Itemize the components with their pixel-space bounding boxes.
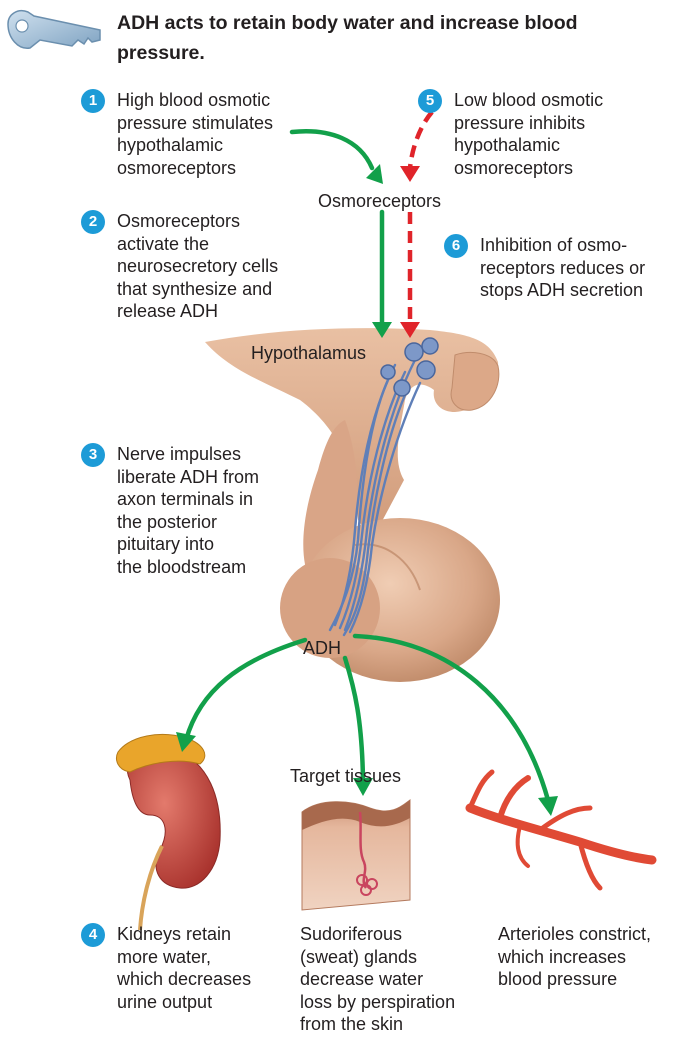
- step-5-text: Low blood osmotic pressure inhibits hypo…: [454, 89, 603, 179]
- hypothalamus-label: Hypothalamus: [251, 342, 366, 364]
- adh-label: ADH: [303, 637, 341, 659]
- step-5-badge: 5: [418, 89, 442, 113]
- figure-title: ADH acts to retain body water and increa…: [117, 8, 657, 68]
- step-3-text: Nerve impulses liberate ADH from axon te…: [117, 443, 259, 578]
- target-tissues-label: Target tissues: [290, 765, 401, 787]
- step-6-badge: 6: [444, 234, 468, 258]
- kidney-illustration: [117, 734, 221, 930]
- sweat-glands-text: Sudoriferous (sweat) glands decrease wat…: [300, 923, 455, 1036]
- step-1-text: High blood osmotic pressure stimulates h…: [117, 89, 273, 179]
- step-6-text: Inhibition of osmo- receptors reduces or…: [480, 234, 645, 302]
- inhibit-arrows: [410, 112, 432, 322]
- osmoreceptors-label: Osmoreceptors: [318, 190, 441, 212]
- step-2-text: Osmoreceptors activate the neurosecretor…: [117, 210, 278, 323]
- skin-sweat-gland-illustration: [302, 800, 410, 910]
- step-4-badge: 4: [81, 923, 105, 947]
- title-line-2: pressure.: [117, 38, 657, 68]
- arteriole-illustration: [470, 772, 652, 888]
- arterioles-text: Arterioles constrict, which increases bl…: [498, 923, 651, 991]
- step-3-badge: 3: [81, 443, 105, 467]
- title-line-1: ADH acts to retain body water and increa…: [117, 12, 578, 34]
- step-2-badge: 2: [81, 210, 105, 234]
- step-1-badge: 1: [81, 89, 105, 113]
- step-4-text: Kidneys retain more water, which decreas…: [117, 923, 251, 1013]
- key-icon: [8, 11, 100, 48]
